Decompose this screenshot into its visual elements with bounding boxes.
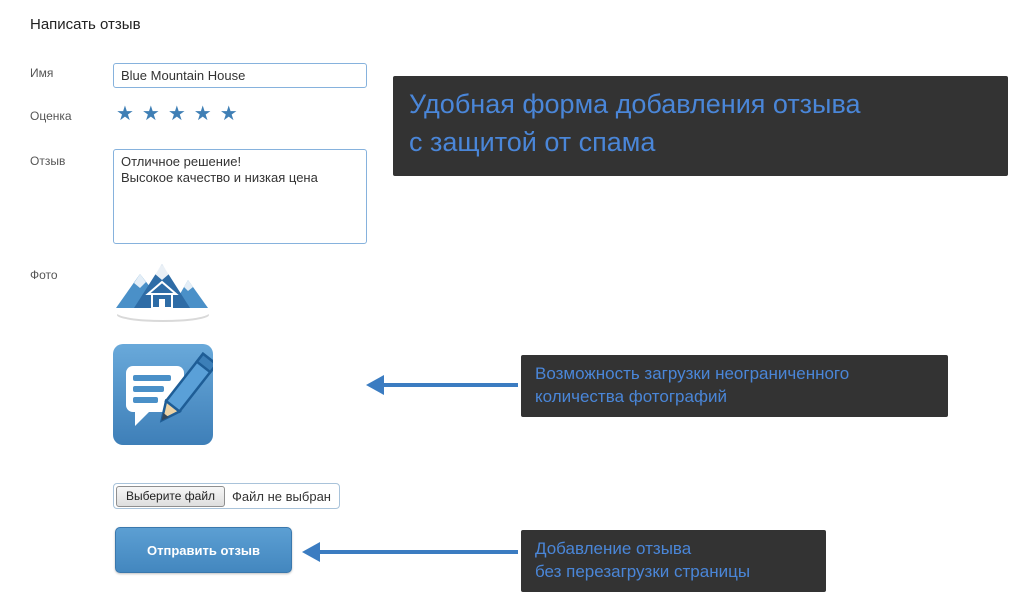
name-label: Имя [30,66,54,80]
callout-photos-line2: количества фотографий [535,386,727,406]
star-rating-icons[interactable]: ★★★★★ [116,103,246,125]
callout-photos-line1: Возможность загрузки неограниченного [535,364,850,383]
page-title: Написать отзыв [30,16,141,33]
rating-label: Оценка [30,109,72,123]
callout-spam-line2: с защитой от спама [409,126,656,157]
ajax-arrow-line [320,550,518,554]
callout-ajax-line2: без перезагрузки страницы [535,561,751,581]
callout-no-reload: Добавление отзыва без перезагрузки стран… [521,530,826,592]
callout-unlimited-photos: Возможность загрузки неограниченного кол… [521,355,948,417]
file-status-text: Файл не выбран [232,488,331,504]
name-input[interactable] [113,63,367,88]
ajax-arrow-head-icon [302,542,320,562]
file-upload-control: Выберите файл Файл не выбран [113,483,340,509]
review-textarea[interactable]: Отличное решение! Высокое качество и низ… [113,149,367,244]
photo-thumbnail-mountain-logo [112,258,214,324]
callout-spam-protection: Удобная форма добавления отзыва с защито… [393,76,1008,176]
choose-file-button[interactable]: Выберите файл [116,485,226,507]
submit-review-button[interactable]: Отправить отзыв [115,527,292,573]
photo-thumbnail-review-icon [113,344,219,445]
review-label: Отзыв [30,154,66,168]
photos-arrow-line [384,383,518,387]
photo-label: Фото [30,268,58,282]
photos-arrow-head-icon [366,375,384,395]
callout-ajax-line1: Добавление отзыва [535,539,692,558]
callout-spam-line1: Удобная форма добавления отзыва [409,89,861,119]
review-speech-bubble-pencil-icon [113,344,219,449]
mountain-house-logo-icon [112,264,214,328]
